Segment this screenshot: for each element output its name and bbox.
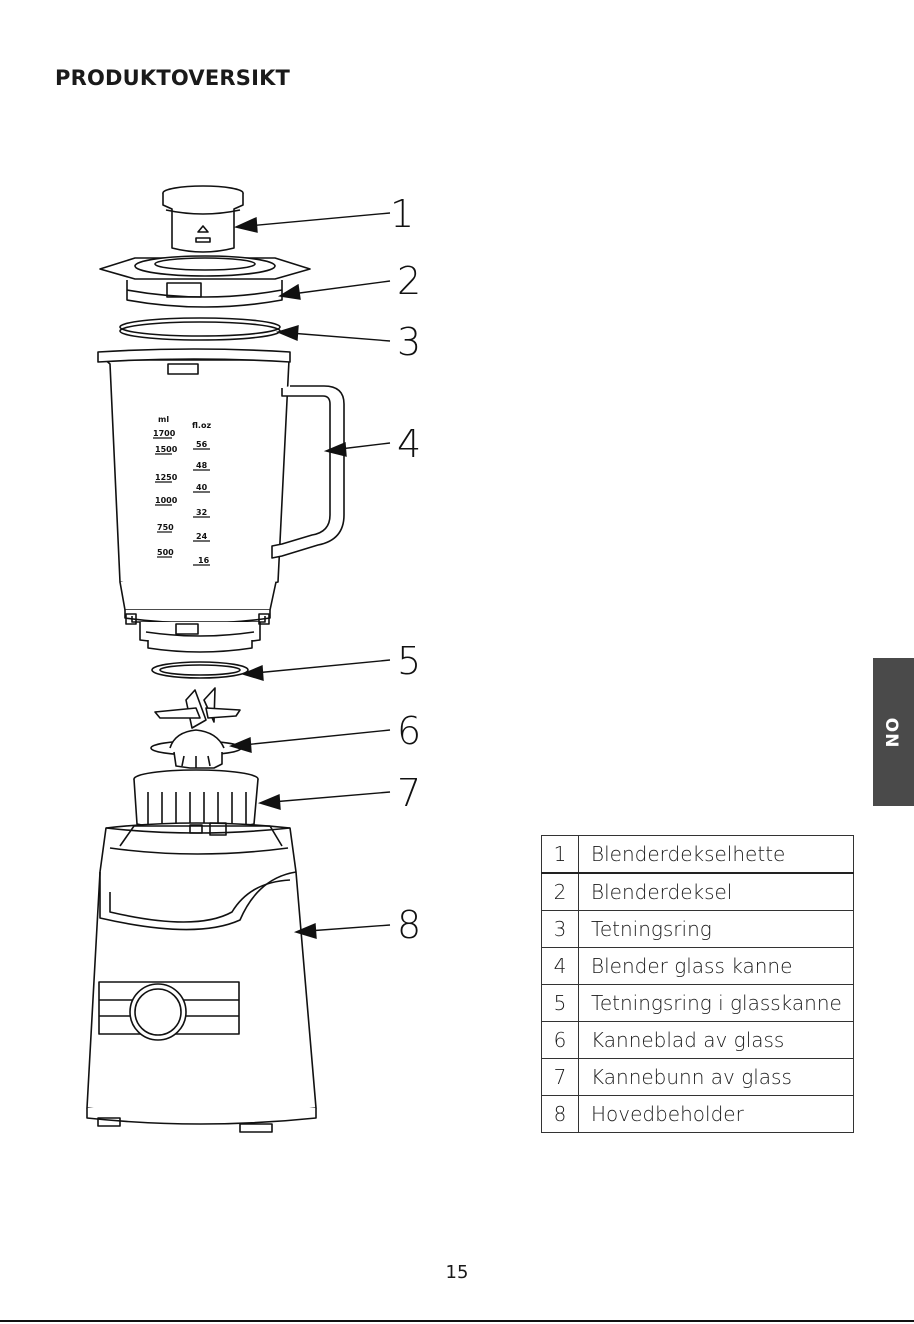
- part-label: Hovedbeholder: [579, 1096, 854, 1133]
- language-tab: NO: [873, 658, 914, 806]
- scale-floz-1: 56: [196, 440, 208, 449]
- callout-8: 8: [397, 903, 421, 947]
- part-number: 3: [542, 911, 579, 948]
- callout-6: 6: [397, 709, 421, 753]
- part-number: 1: [542, 836, 579, 874]
- scale-ml-header: ml: [158, 415, 169, 424]
- scale-floz-2: 48: [196, 461, 208, 470]
- main-base-illustration: [87, 823, 316, 1132]
- page-number: 15: [0, 1262, 914, 1283]
- scale-ml-3: 1250: [155, 473, 178, 482]
- blade-assembly-illustration: [151, 688, 241, 768]
- scale-ml-2: 1500: [155, 445, 178, 454]
- scale-floz-4: 32: [196, 508, 207, 517]
- language-tab-label: NO: [884, 717, 904, 748]
- callout-1: 1: [390, 192, 414, 236]
- callout-7: 7: [397, 771, 421, 815]
- scale-ml-1: 1700: [153, 429, 176, 438]
- part-label: Kanneblad av glass: [579, 1022, 854, 1059]
- scale-ml-6: 500: [157, 548, 174, 557]
- part-number: 8: [542, 1096, 579, 1133]
- scale-floz-header: fl.oz: [192, 421, 211, 430]
- jar-sealing-ring-illustration: [152, 662, 248, 678]
- part-number: 7: [542, 1059, 579, 1096]
- part-label: Tetningsring: [579, 911, 854, 948]
- glass-jar-illustration: [98, 349, 344, 652]
- scale-floz-3: 40: [196, 483, 208, 492]
- lid-cap-illustration: [163, 186, 243, 252]
- part-label: Blenderdekselhette: [579, 836, 854, 874]
- lid-illustration: [100, 256, 310, 307]
- scale-ml-5: 750: [157, 523, 174, 532]
- part-label: Blender glass kanne: [579, 948, 854, 985]
- bottom-divider: [0, 1320, 914, 1322]
- scale-floz-5: 24: [196, 532, 208, 541]
- scale-floz-6: 16: [198, 556, 210, 565]
- scale-ml-4: 1000: [155, 496, 178, 505]
- part-number: 2: [542, 873, 579, 911]
- part-number: 6: [542, 1022, 579, 1059]
- sealing-ring-illustration: [120, 318, 280, 340]
- part-label: Kannebunn av glass: [579, 1059, 854, 1096]
- callout-4: 4: [397, 422, 421, 466]
- callout-2: 2: [397, 259, 421, 303]
- part-number: 4: [542, 948, 579, 985]
- part-number: 5: [542, 985, 579, 1022]
- part-label: Tetningsring i glasskanne: [579, 985, 854, 1022]
- callout-5: 5: [397, 639, 421, 683]
- part-label: Blenderdeksel: [579, 873, 854, 911]
- callout-3: 3: [397, 320, 421, 364]
